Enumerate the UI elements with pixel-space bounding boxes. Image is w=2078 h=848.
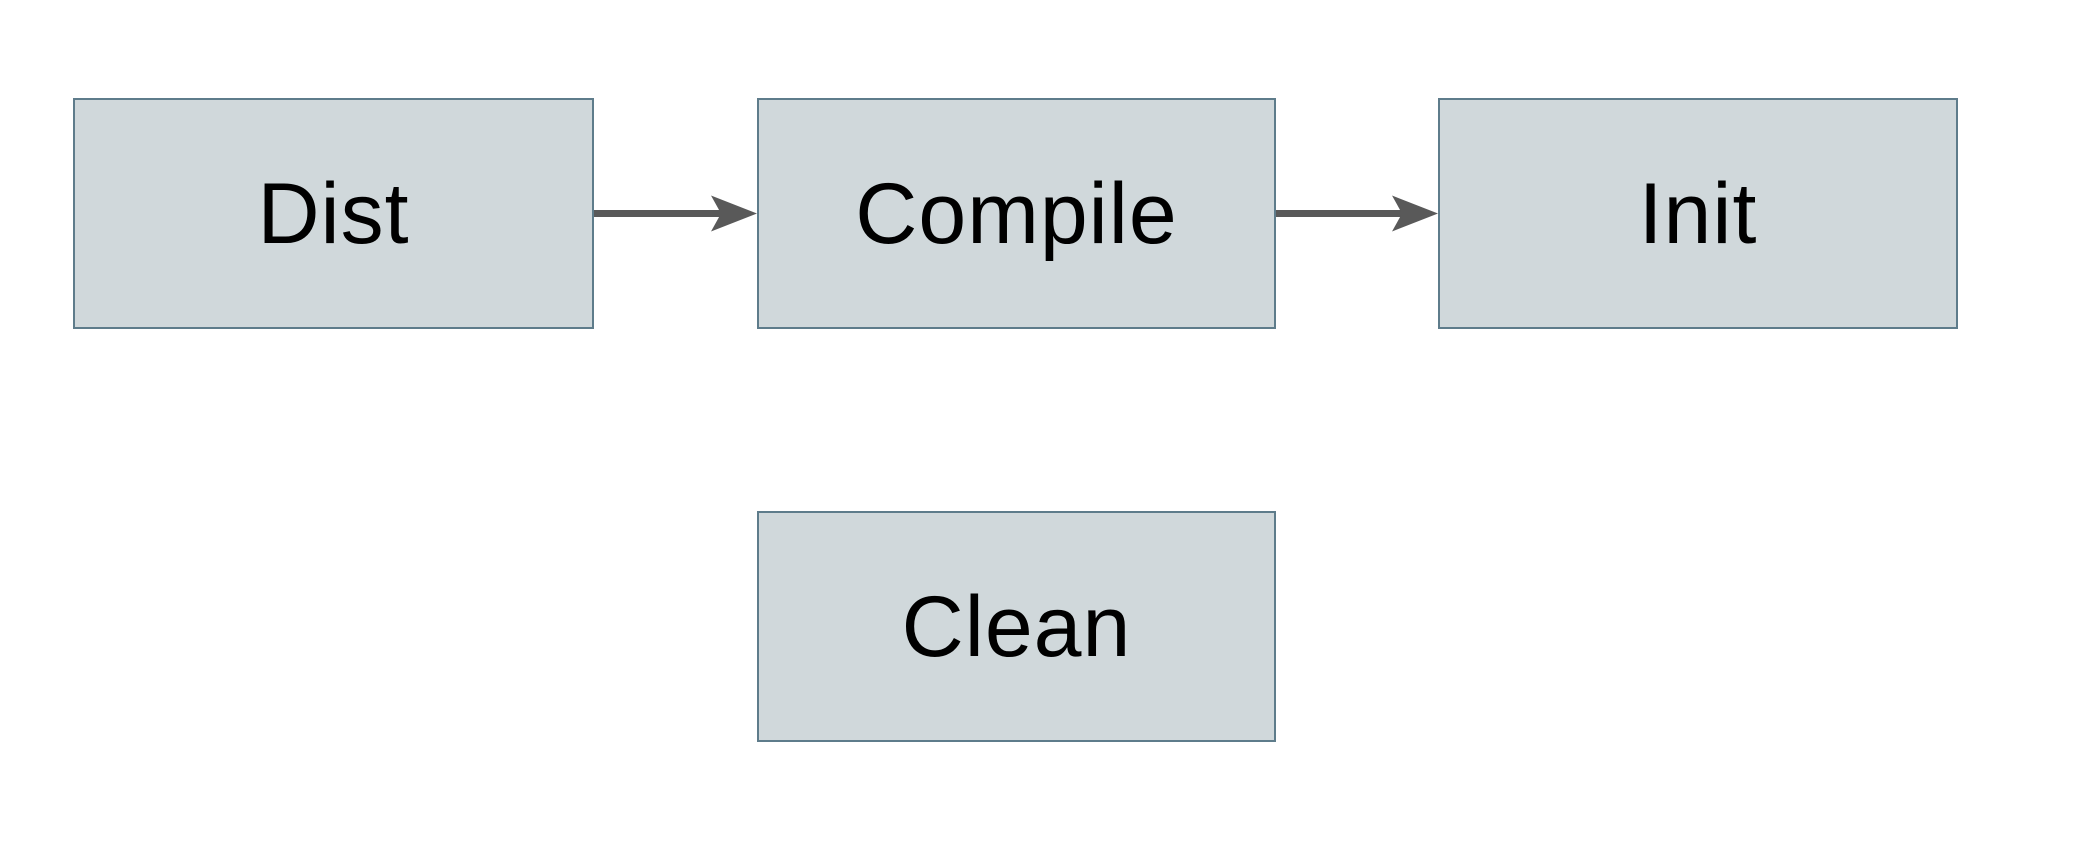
node-dist[interactable]: Dist (73, 98, 594, 329)
node-compile[interactable]: Compile (757, 98, 1276, 329)
node-clean[interactable]: Clean (757, 511, 1276, 742)
node-dist-label: Dist (257, 165, 410, 262)
node-init-label: Init (1638, 165, 1758, 262)
arrow-compile-to-init (1276, 195, 1438, 232)
node-clean-label: Clean (901, 578, 1132, 675)
arrow-dist-to-compile (594, 195, 757, 232)
node-init[interactable]: Init (1438, 98, 1958, 329)
node-compile-label: Compile (855, 165, 1178, 262)
